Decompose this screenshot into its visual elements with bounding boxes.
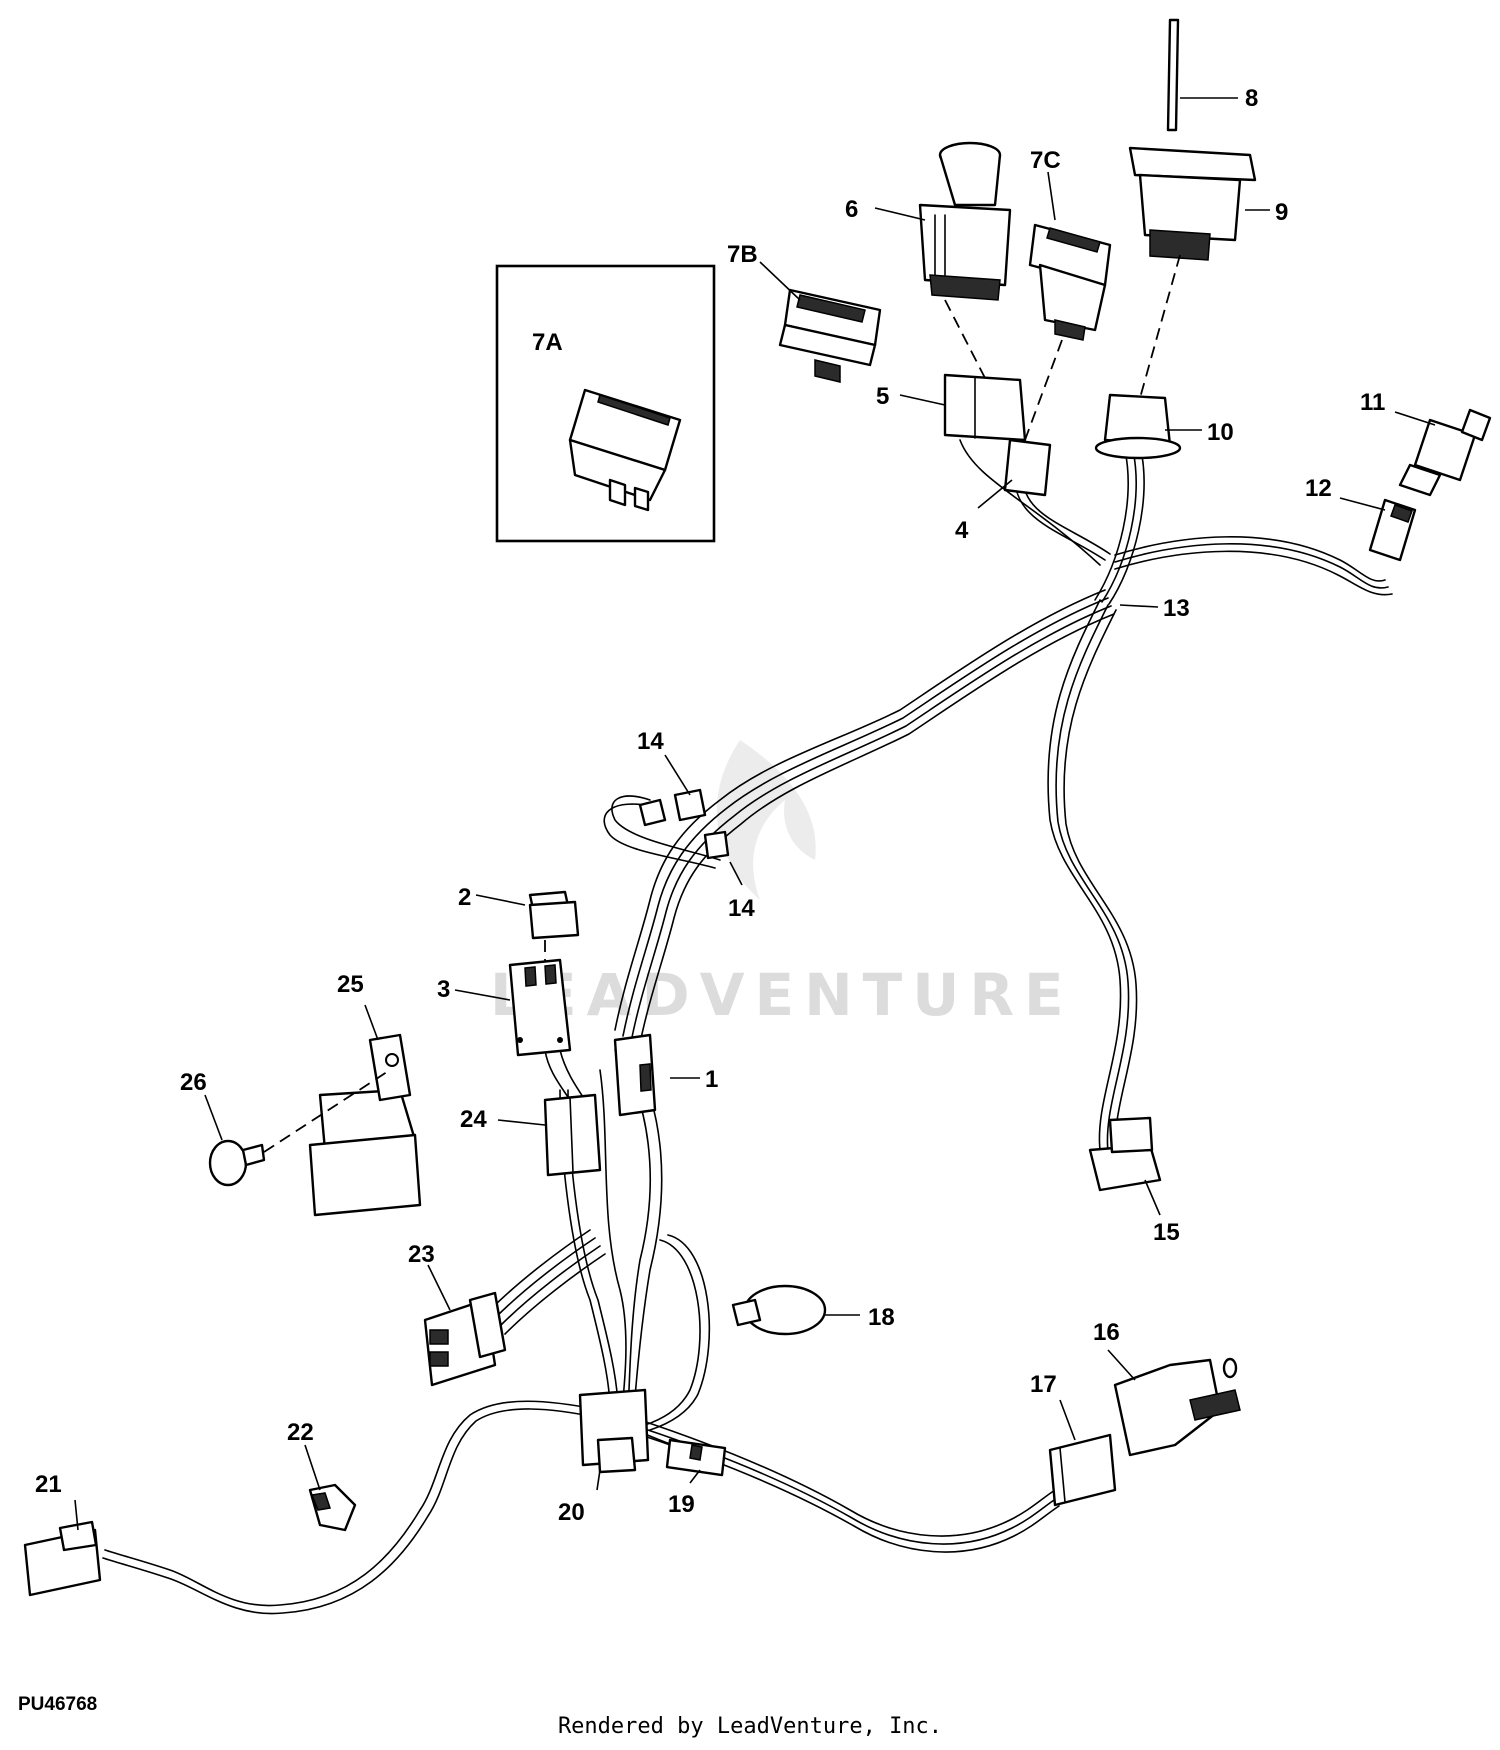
part-6-switch — [918, 141, 1012, 301]
callout-19: 19 — [668, 1491, 695, 1518]
part-9-ignition-switch — [1128, 146, 1257, 261]
dashed-line-7c-4 — [1024, 339, 1063, 441]
callout-4: 4 — [955, 517, 969, 544]
callout-14-upper: 14 — [637, 728, 664, 755]
callout-12: 12 — [1305, 475, 1332, 502]
part-18-cable-tie — [731, 1284, 827, 1336]
callout-9: 9 — [1275, 199, 1288, 226]
callout-8: 8 — [1245, 85, 1258, 112]
part-24-connector — [543, 1093, 602, 1177]
callout-13: 13 — [1163, 595, 1190, 622]
part-23-connector — [423, 1291, 507, 1387]
callout-17: 17 — [1030, 1371, 1057, 1398]
callout-7a: 7A — [532, 329, 563, 356]
callout-6: 6 — [845, 196, 858, 223]
part-14-connector-upper — [638, 788, 707, 827]
part-7a-switch — [568, 388, 682, 512]
callout-18: 18 — [868, 1304, 895, 1331]
dashed-line-6-5 — [944, 299, 986, 379]
part-11-switch — [1398, 408, 1492, 497]
part-25-relay — [308, 1033, 422, 1217]
diagram-id: PU46768 — [18, 1694, 98, 1715]
callout-7c: 7C — [1030, 147, 1061, 174]
callout-16: 16 — [1093, 1319, 1120, 1346]
watermark-text: LEADVENTURE — [490, 961, 1074, 1029]
footer-credit: Rendered by LeadVenture, Inc. — [557, 1714, 943, 1739]
part-7c-switch — [1028, 223, 1112, 341]
part-20-connector — [578, 1388, 650, 1474]
part-15-connector — [1088, 1116, 1162, 1192]
part-7a-inset-box — [495, 264, 716, 543]
part-8-key — [1166, 18, 1180, 132]
callout-3: 3 — [437, 976, 450, 1003]
callout-22: 22 — [287, 1419, 314, 1446]
callout-1: 1 — [705, 1066, 718, 1093]
callout-24: 24 — [460, 1106, 487, 1133]
callout-20: 20 — [558, 1499, 585, 1526]
part-17-connector — [1048, 1433, 1117, 1507]
part-26-screw — [208, 1069, 391, 1187]
callout-23: 23 — [408, 1241, 435, 1268]
leader-lines — [74, 97, 1436, 1531]
part-12-connector — [1368, 498, 1417, 562]
callout-14-lower: 14 — [728, 895, 755, 922]
callout-21: 21 — [35, 1471, 62, 1498]
part-7b-switch — [778, 288, 882, 383]
callout-15: 15 — [1153, 1219, 1180, 1246]
callout-25: 25 — [337, 971, 364, 998]
part-1-connector — [613, 1033, 657, 1117]
callout-10: 10 — [1207, 419, 1234, 446]
part-5-connector — [943, 373, 1027, 442]
part-16-switch — [1113, 1357, 1241, 1457]
part-3-fuse-holder — [508, 958, 572, 1057]
part-14-connector-lower — [703, 830, 730, 860]
dashed-line-9-10 — [1139, 254, 1181, 399]
part-2-fuse — [528, 890, 580, 940]
callout-5: 5 — [876, 383, 889, 410]
callout-11: 11 — [1360, 389, 1385, 416]
watermark: LEADVENTURE — [490, 740, 1074, 1029]
callout-26: 26 — [180, 1069, 207, 1096]
wire-harness-13 — [102, 439, 1393, 1615]
callout-labels: 1 2 3 4 5 6 7A 7B 7C 8 9 10 11 12 13 14 … — [35, 85, 1385, 1526]
part-22-clip — [308, 1483, 357, 1532]
part-10-connector — [1094, 393, 1182, 460]
part-21-connector — [23, 1520, 102, 1597]
callout-7b: 7B — [727, 241, 758, 268]
part-19-connector — [665, 1438, 727, 1477]
part-4-connector — [1003, 438, 1052, 497]
callout-2: 2 — [458, 884, 471, 911]
